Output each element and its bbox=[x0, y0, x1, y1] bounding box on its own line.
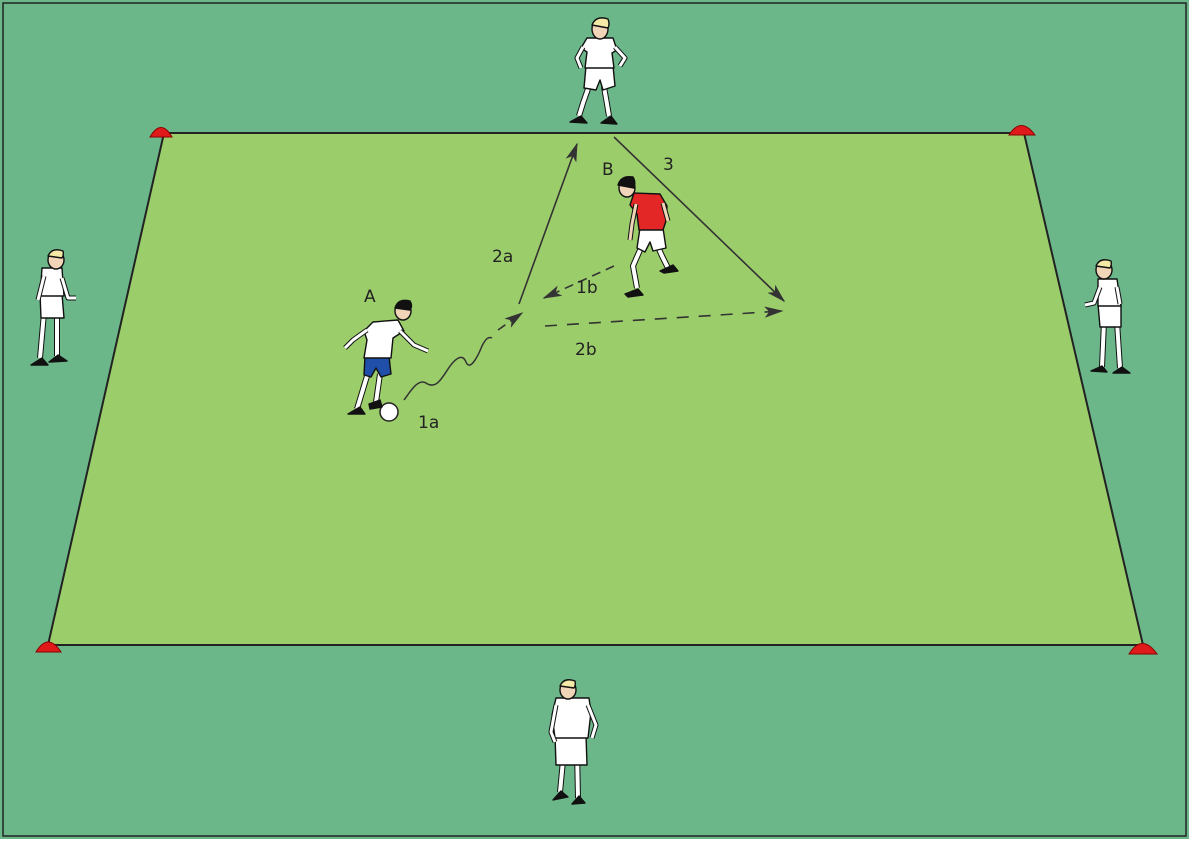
move-label-1b: 1b bbox=[576, 278, 598, 298]
move-label-3: 3 bbox=[663, 155, 674, 175]
player-b-label: B bbox=[602, 160, 614, 180]
soccer-ball-icon bbox=[380, 403, 398, 421]
playing-area bbox=[48, 133, 1143, 645]
move-label-1a: 1a bbox=[418, 413, 439, 433]
move-label-2b: 2b bbox=[575, 340, 597, 360]
move-label-2a: 2a bbox=[492, 247, 513, 267]
player-a-label: A bbox=[364, 287, 376, 307]
